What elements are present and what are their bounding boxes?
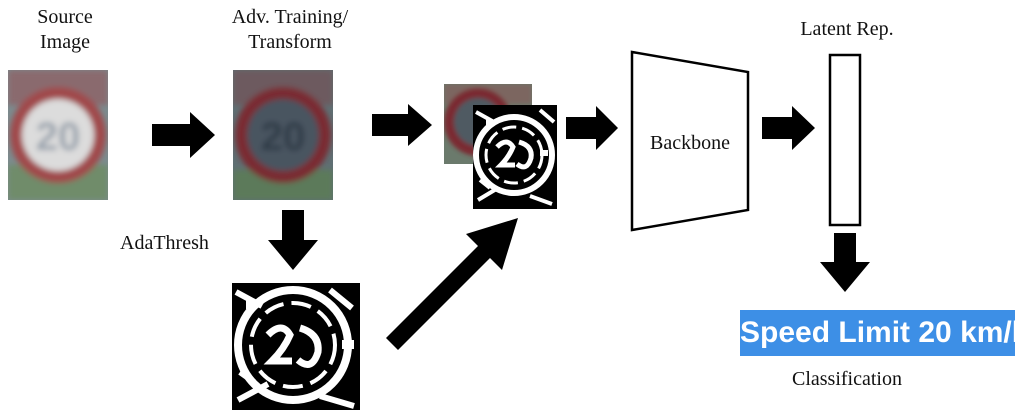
source-label-line2: Image [40, 31, 90, 53]
classification-label: Classification [792, 368, 902, 390]
latent-rep-bar [828, 53, 862, 227]
binary-image-small [473, 105, 557, 209]
arrow-binary-to-backbone [566, 106, 618, 150]
source-image-label: Source Image [20, 5, 110, 55]
adv-transformed-image: 20 [233, 70, 333, 200]
adv-label-line1: Adv. Training/ [231, 6, 349, 28]
source-label-line1: Source [37, 6, 93, 28]
arrow-adv-down-to-adathresh [268, 210, 318, 270]
binary-image-large [232, 283, 360, 410]
backbone-label: Backbone [650, 132, 730, 154]
adv-sign-digits: 20 [261, 115, 306, 159]
source-sign-digits: 20 [36, 115, 81, 159]
arrow-source-to-adv [152, 112, 215, 158]
arrow-adv-to-small [372, 104, 432, 146]
arrow-latent-down-to-class [820, 233, 870, 292]
source-image: 20 [8, 70, 108, 200]
adv-training-label: Adv. Training/ Transform [205, 5, 375, 55]
arrow-adathresh-to-binary [386, 218, 518, 350]
arrow-backbone-to-latent [762, 106, 815, 150]
adv-label-line2: Transform [248, 31, 332, 53]
latent-rep-label: Latent Rep. [800, 18, 894, 40]
adathresh-label: AdaThresh [120, 232, 209, 254]
classification-result-box: Speed Limit 20 km/h [740, 310, 1018, 356]
backbone-trapezoid [630, 50, 750, 232]
